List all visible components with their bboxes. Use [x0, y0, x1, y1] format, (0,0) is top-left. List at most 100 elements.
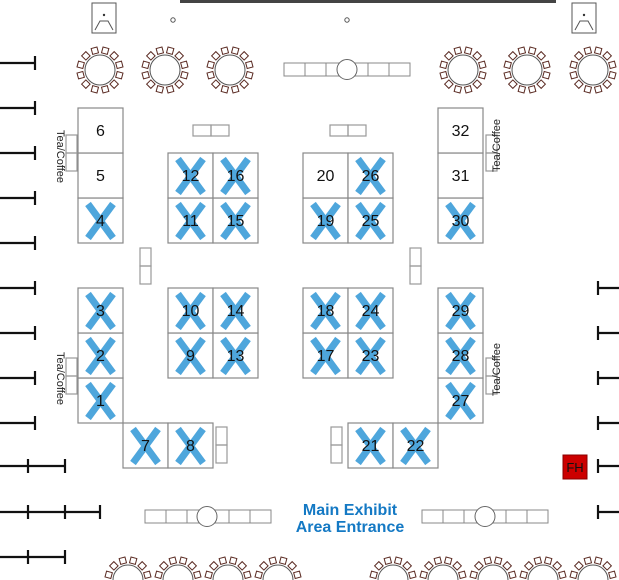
small-table [65, 357, 78, 377]
booth-number: 10 [182, 303, 200, 320]
booth-31[interactable]: 31 [437, 152, 484, 199]
booth-outline [302, 152, 349, 199]
small-pillar [344, 17, 350, 23]
sold-x-stroke [175, 201, 206, 241]
booth-20[interactable]: 20 [302, 152, 349, 199]
chair [542, 60, 551, 70]
booth-number: 2 [96, 348, 105, 365]
sold-x-mark [355, 156, 386, 196]
booth-18[interactable]: 18 [302, 287, 349, 334]
small-table [409, 247, 422, 267]
fire-hose-label: FH [566, 460, 583, 475]
booth-number: 9 [186, 348, 195, 365]
small-table [485, 375, 498, 395]
small-table [347, 124, 367, 137]
booth-1[interactable]: 1 [77, 377, 124, 424]
chair [463, 46, 473, 55]
sold-x-mark [85, 336, 116, 376]
table-top [112, 564, 144, 580]
chair [573, 50, 584, 61]
booth-22[interactable]: 22 [392, 422, 439, 469]
booth-19[interactable]: 19 [302, 197, 349, 244]
sold-x-stroke [175, 291, 206, 331]
table-top [377, 564, 409, 580]
booth-11[interactable]: 11 [167, 197, 214, 244]
sold-x-stroke [355, 291, 386, 331]
round-table [204, 556, 252, 580]
booth-number: 26 [362, 168, 380, 185]
round-table [439, 46, 487, 94]
booth-3[interactable]: 3 [77, 287, 124, 334]
booth-27[interactable]: 27 [437, 377, 484, 424]
booth-5[interactable]: 5 [77, 152, 124, 199]
booth-4[interactable]: 4 [77, 197, 124, 244]
booth-24[interactable]: 24 [347, 287, 394, 334]
chair [608, 570, 617, 580]
booth-17[interactable]: 17 [302, 332, 349, 379]
table-top [577, 54, 609, 86]
booth-23[interactable]: 23 [347, 332, 394, 379]
booth-26[interactable]: 26 [347, 152, 394, 199]
sold-x-mark [355, 336, 386, 376]
booth-7[interactable]: 7 [122, 422, 169, 469]
round-table [569, 556, 617, 580]
round-table [419, 556, 467, 580]
chair [254, 570, 263, 580]
booth-32[interactable]: 32 [437, 107, 484, 154]
tea-coffee-label: Tea/Coffee [54, 130, 66, 183]
chair [165, 46, 175, 55]
chair [458, 570, 467, 580]
booth-10[interactable]: 10 [167, 287, 214, 334]
round-table [104, 556, 152, 580]
booth-12[interactable]: 12 [167, 152, 214, 199]
chair [573, 79, 584, 90]
booth-15[interactable]: 15 [212, 197, 259, 244]
booth-6[interactable]: 6 [77, 107, 124, 154]
chair [602, 560, 613, 571]
sold-x-stroke [355, 426, 386, 466]
chair [519, 570, 528, 580]
booth-21[interactable]: 21 [347, 422, 394, 469]
booth-13[interactable]: 13 [212, 332, 259, 379]
chair [218, 556, 228, 565]
chair [593, 46, 603, 55]
chair [583, 85, 593, 94]
chair [433, 556, 443, 565]
booth-2[interactable]: 2 [77, 332, 124, 379]
main-entrance-label: Main Exhibit Area Entrance [270, 502, 430, 536]
chair [268, 556, 278, 565]
chair [517, 46, 527, 55]
booth-25[interactable]: 25 [347, 197, 394, 244]
round-table [369, 556, 417, 580]
long-table-segment [526, 509, 549, 524]
small-table [65, 134, 78, 154]
chair [109, 79, 120, 90]
chair [137, 560, 148, 571]
booth-28[interactable]: 28 [437, 332, 484, 379]
booth-number: 16 [227, 168, 245, 185]
chair [115, 60, 124, 70]
long-table-segment [249, 509, 272, 524]
table-top [212, 564, 244, 580]
chair [593, 556, 603, 565]
fire-hose-marker [562, 454, 588, 480]
chair [220, 46, 230, 55]
booth-29[interactable]: 29 [437, 287, 484, 334]
booth-8[interactable]: 8 [167, 422, 214, 469]
booth-14[interactable]: 14 [212, 287, 259, 334]
chair [452, 560, 463, 571]
sold-x-mark [310, 201, 341, 241]
booth-9[interactable]: 9 [167, 332, 214, 379]
booth-number: 3 [96, 303, 105, 320]
booth-outline [77, 152, 124, 199]
chair [517, 85, 527, 94]
sold-x-stroke [445, 201, 476, 241]
table-top [149, 54, 181, 86]
booth-16[interactable]: 16 [212, 152, 259, 199]
chair [115, 70, 124, 80]
booth-number: 11 [182, 213, 199, 230]
booth-30[interactable]: 30 [437, 197, 484, 244]
round-table [154, 556, 202, 580]
column-detail [574, 20, 594, 31]
chair [90, 85, 100, 94]
